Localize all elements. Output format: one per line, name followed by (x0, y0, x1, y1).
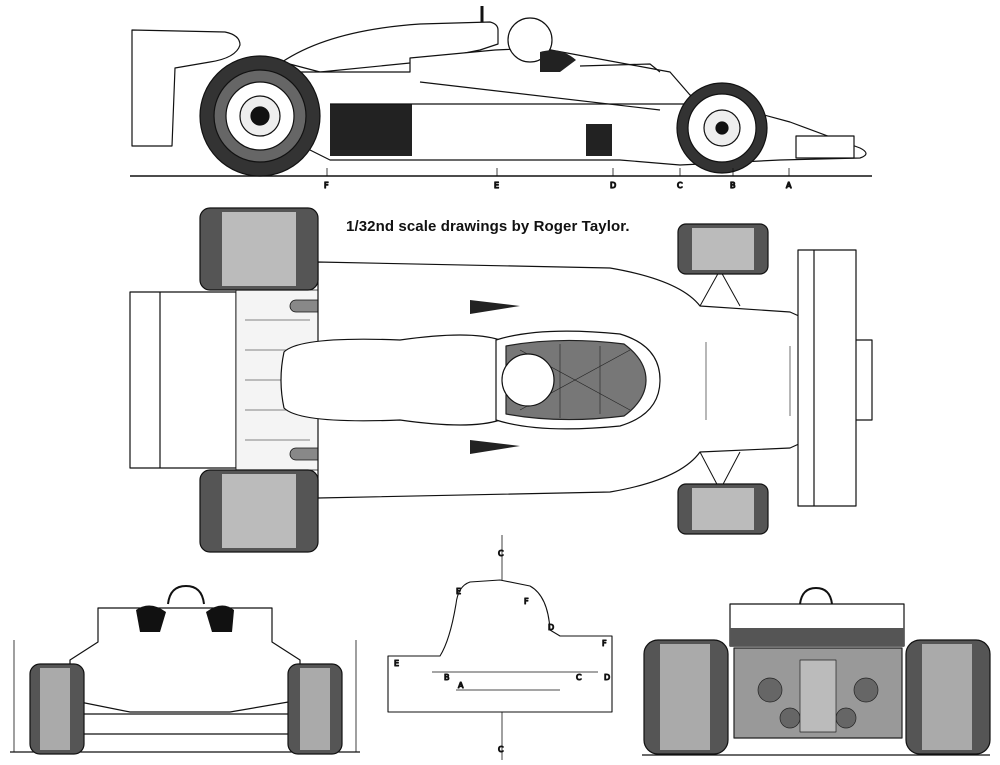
section-label-d-right: D (604, 673, 610, 682)
section-label-e-left: E (394, 659, 399, 668)
station-f: F (324, 181, 329, 190)
section-label-e-top: E (456, 587, 461, 596)
helmet-top (501, 353, 555, 407)
front-tyre-top-right (677, 483, 769, 535)
engine-cover (281, 21, 499, 73)
section-label-c: C (576, 673, 582, 682)
centerline-mark-bottom: C (498, 745, 504, 754)
rear-wing-top (129, 291, 237, 469)
section-label-f-right: F (602, 639, 607, 648)
front-view-right-tyre (287, 663, 343, 755)
side-view-drawing: F E D C B A (130, 6, 872, 191)
section-label-a: A (458, 681, 464, 690)
section-label-b: B (444, 673, 450, 682)
front-wing-top (797, 249, 857, 507)
station-d: D (610, 181, 616, 190)
rear-wheel-side (199, 55, 321, 177)
rear-wing (131, 29, 241, 147)
section-label-f-top: F (524, 597, 529, 606)
station-c: C (677, 181, 683, 190)
station-e: E (494, 181, 499, 190)
front-view-left-tyre (29, 663, 85, 755)
station-a: A (786, 181, 792, 190)
helmet (507, 17, 553, 63)
drawing-caption: 1/32nd scale drawings by Roger Taylor. (346, 218, 630, 235)
station-b: B (730, 181, 736, 190)
centerline-mark-top: C (498, 549, 504, 558)
front-wheel-side (676, 82, 768, 174)
rear-view-left-tyre (643, 639, 729, 755)
rear-view-right-tyre (905, 639, 991, 755)
top-view-drawing (129, 207, 873, 553)
rear-tyre-top-left (199, 207, 319, 291)
front-tyre-top-left (677, 223, 769, 275)
rear-tyre-top-right (199, 469, 319, 553)
section-label-d-top: D (548, 623, 554, 632)
